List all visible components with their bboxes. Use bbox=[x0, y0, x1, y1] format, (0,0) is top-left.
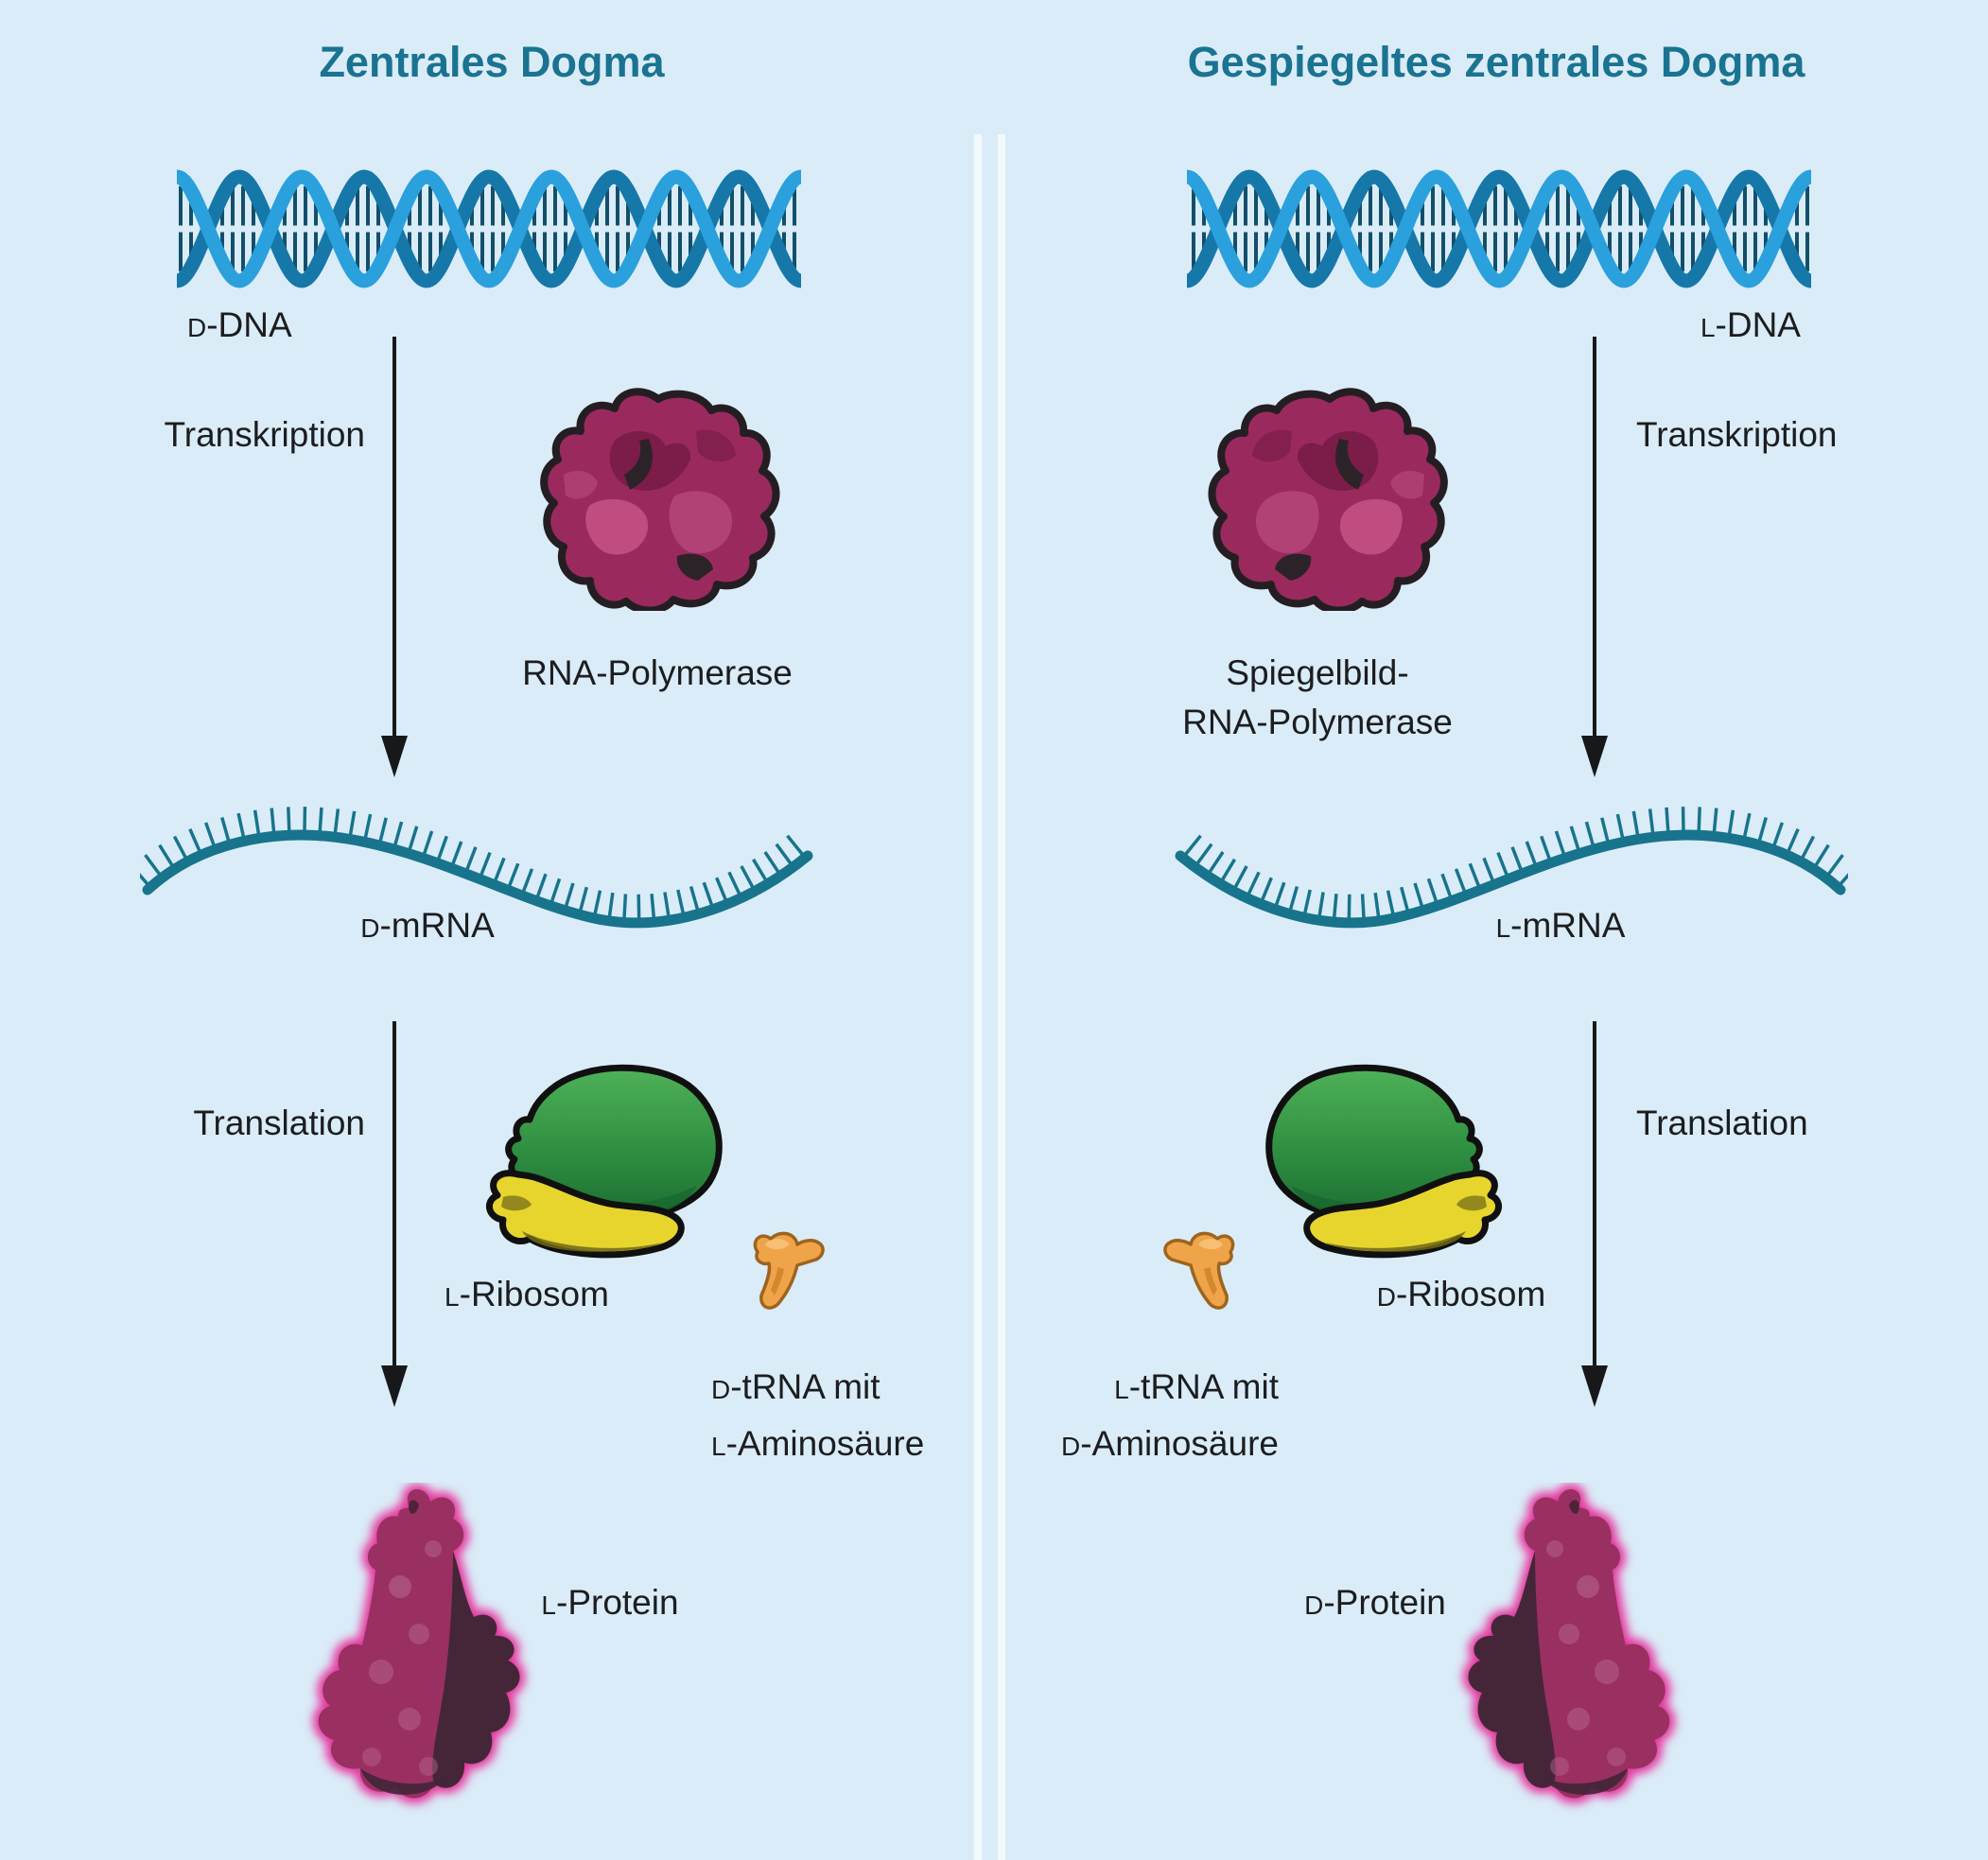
protein-icon-mirrored bbox=[1418, 1483, 1720, 1847]
polymerase-label-line2: RNA-Polymerase bbox=[1182, 703, 1453, 741]
ribosome-icon-mirrored bbox=[1248, 1061, 1523, 1264]
rna-polymerase-icon-mirrored bbox=[1197, 384, 1453, 611]
dna-label: L-DNA bbox=[1612, 304, 1801, 347]
polymerase-label-line1: Spiegelbild- bbox=[1226, 653, 1409, 692]
column-divider bbox=[974, 134, 1005, 1860]
chirality-prefix: D bbox=[711, 1375, 731, 1404]
dna-label-text: -DNA bbox=[206, 305, 292, 344]
mrna-label-text: -mRNA bbox=[1510, 906, 1626, 945]
chirality-prefix: L bbox=[1114, 1375, 1129, 1404]
protein-label: L-Protein bbox=[515, 1581, 705, 1625]
rna-polymerase-icon bbox=[540, 388, 780, 611]
ribosome-label-text: -Ribosom bbox=[459, 1275, 609, 1313]
trna-label-line2: D-Aminosäure bbox=[984, 1417, 1279, 1473]
chirality-prefix: L bbox=[541, 1591, 556, 1620]
protein-icon bbox=[312, 1484, 526, 1804]
dna-helix-icon-mirrored bbox=[1179, 158, 1815, 300]
protein-label-text: -Protein bbox=[1323, 1583, 1446, 1622]
chirality-prefix: D bbox=[1061, 1432, 1081, 1461]
trna-label: L-tRNA mit D-Aminosäure bbox=[984, 1360, 1279, 1473]
transcription-label: Transkription bbox=[164, 415, 365, 454]
aminoacid-label-text: -Aminosäure bbox=[725, 1424, 925, 1463]
chirality-prefix: D bbox=[360, 913, 380, 943]
chirality-prefix: D bbox=[1376, 1282, 1396, 1312]
left-column-title: Zentrales Dogma bbox=[319, 38, 665, 86]
ribosome-label-text: -Ribosom bbox=[1395, 1275, 1546, 1313]
mrna-strand-icon bbox=[140, 807, 813, 929]
chirality-prefix: D bbox=[1304, 1591, 1324, 1620]
mrna-label: D-mRNA bbox=[309, 904, 546, 947]
transcription-arrow-icon bbox=[381, 337, 408, 777]
chirality-prefix: L bbox=[1495, 913, 1511, 943]
transcription-arrow-icon bbox=[1581, 337, 1608, 777]
translation-label: Translation bbox=[1636, 1104, 1808, 1142]
mrna-label-text: -mRNA bbox=[379, 906, 495, 945]
trna-label-line1: L-tRNA mit bbox=[984, 1360, 1279, 1417]
mrna-label: L-mRNA bbox=[1442, 904, 1679, 947]
ribosome-label: L-Ribosom bbox=[409, 1273, 645, 1316]
translation-arrow-icon bbox=[381, 1021, 408, 1407]
protein-label-text: -Protein bbox=[556, 1583, 679, 1622]
polymerase-label-line1: RNA-Polymerase bbox=[522, 653, 793, 692]
trna-icon-mirrored bbox=[1163, 1231, 1235, 1310]
chirality-prefix: L bbox=[711, 1432, 726, 1461]
ribosome-label: D-Ribosom bbox=[1343, 1273, 1579, 1316]
trna-label-text: -tRNA mit bbox=[1128, 1367, 1279, 1406]
trna-label-line2: L-Aminosäure bbox=[711, 1417, 1014, 1473]
right-column-title: Gespiegeltes zentrales Dogma bbox=[1187, 38, 1805, 86]
aminoacid-label-text: -Aminosäure bbox=[1080, 1424, 1279, 1463]
dna-helix-icon bbox=[174, 169, 804, 288]
dna-label-text: -DNA bbox=[1715, 305, 1801, 344]
translation-arrow-icon bbox=[1581, 1021, 1608, 1407]
chirality-prefix: D bbox=[187, 313, 207, 342]
chirality-prefix: L bbox=[1700, 313, 1716, 342]
translation-label: Translation bbox=[193, 1104, 365, 1142]
ribosome-icon bbox=[486, 1064, 723, 1259]
trna-icon bbox=[753, 1231, 825, 1310]
trna-label: D-tRNA mit L-Aminosäure bbox=[711, 1360, 1014, 1473]
dna-label: D-DNA bbox=[187, 304, 292, 347]
polymerase-label: RNA-Polymerase bbox=[487, 649, 828, 698]
transcription-label: Transkription bbox=[1636, 415, 1838, 454]
trna-label-text: -tRNA mit bbox=[730, 1367, 881, 1406]
trna-label-line1: D-tRNA mit bbox=[711, 1360, 1014, 1417]
chirality-prefix: L bbox=[445, 1282, 460, 1312]
polymerase-label: Spiegelbild- RNA-Polymerase bbox=[1147, 649, 1488, 747]
protein-label: D-Protein bbox=[1281, 1581, 1470, 1625]
